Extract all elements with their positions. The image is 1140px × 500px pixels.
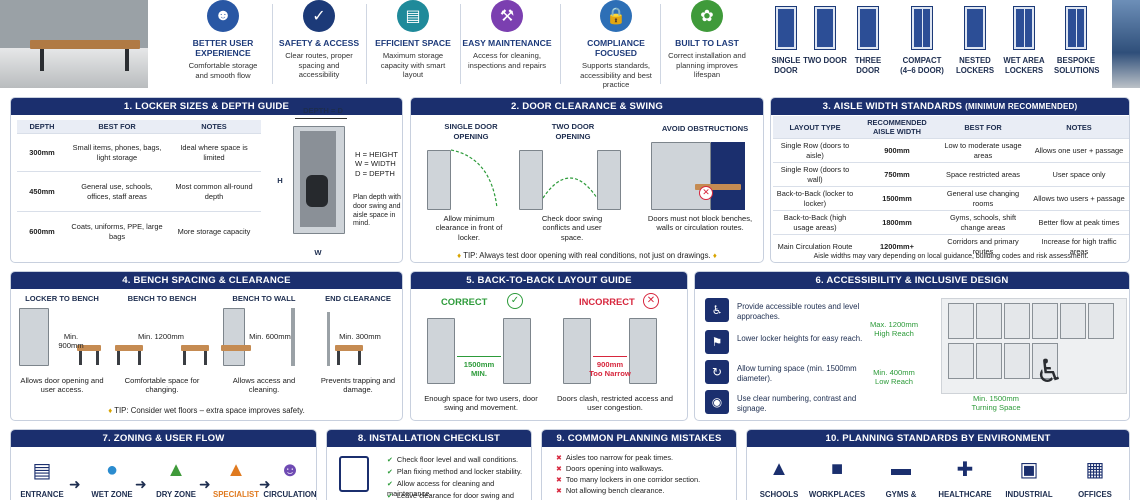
people-icon: ☻ <box>207 0 239 32</box>
two-door-locker-right <box>597 150 621 210</box>
building-icon: ▦ <box>1085 458 1105 481</box>
panel-door-clearance: 2. DOOR CLEARANCE & SWING SINGLE DOOR OP… <box>410 97 764 263</box>
wheelchair-user-icon: ♿ <box>1035 353 1064 389</box>
obstruction-locker <box>651 142 711 210</box>
eye-icon: ◉ <box>705 390 729 414</box>
zone-wet: ●WET ZONE <box>83 454 141 500</box>
zone-entrance: ▤ENTRANCE <box>13 454 71 500</box>
correct-locker-left <box>427 318 455 384</box>
panel-bench-spacing: 4. BENCH SPACING & CLEARANCE LOCKER TO B… <box>10 271 403 421</box>
x-circle-icon: ✕ <box>643 293 659 309</box>
env-offices: ▦OFFICES <box>1063 456 1127 500</box>
feature-user-experience: ☻ BETTER USER EXPERIENCE Comfortable sto… <box>182 0 264 88</box>
feature-safety-access: ✓ SAFETY & ACCESS Clear routes, proper s… <box>278 0 360 88</box>
panel-accessibility: 6. ACCESSIBILITY & INCLUSIVE DESIGN ♿ Pr… <box>694 271 1130 421</box>
env-gyms: ▬GYMS & LEISURE <box>884 457 918 500</box>
feature-easy-maintenance: ⚒ EASY MAINTENANCE Access for cleaning, … <box>462 0 552 88</box>
feature-built-to-last: ✿ BUILT TO LAST Correct installation and… <box>664 0 750 88</box>
arrow-icon: ➜ <box>259 476 271 492</box>
zone-dry: ▲DRY ZONE <box>147 454 205 500</box>
env-schools: ▲SCHOOLS <box>759 457 799 500</box>
locker-type-three-door: THREE DOOR <box>846 6 890 75</box>
env-industrial: ▣INDUSTRIAL <box>997 456 1061 500</box>
panel-back-to-back: 5. BACK-TO-BACK LAYOUT GUIDE CORRECT ✓ I… <box>410 271 688 421</box>
incorrect-locker-right <box>629 318 657 384</box>
sizes-table: DEPTH BEST FOR NOTES 300mm Small items, … <box>17 120 261 252</box>
lock-icon: 🔒 <box>600 0 632 32</box>
zone-circulation: ☻CIRCULATION <box>261 454 316 500</box>
locker-type-two-door: TWO DOOR <box>803 6 847 66</box>
locker-room-photo-left <box>0 0 148 88</box>
check-circle-icon: ✓ <box>507 293 523 309</box>
clipboard-icon <box>339 456 369 492</box>
helmet-icon: ▲ <box>226 458 246 481</box>
lightbulb-icon: ♦ <box>457 251 462 260</box>
locker-icon <box>19 308 49 366</box>
feature-efficient-space: ▤ EFFICIENT SPACE Maximum storage capaci… <box>372 0 454 88</box>
arrow-icon: ➜ <box>135 476 147 492</box>
locker-room-photo-right <box>1112 0 1140 88</box>
door-icon: ▤ <box>32 459 52 482</box>
blocked-x-icon: ✕ <box>699 186 713 200</box>
panel-title: 1. LOCKER SIZES & DEPTH GUIDE <box>11 98 402 115</box>
locker-type-compact: COMPACT (4–6 DOOR) <box>900 6 944 75</box>
panel-installation-checklist: 8. INSTALLATION CHECKLIST Check floor le… <box>326 429 532 500</box>
panel-environments: 10. PLANNING STANDARDS BY ENVIRONMENT ▲S… <box>746 429 1130 500</box>
panel-planning-mistakes: 9. COMMON PLANNING MISTAKES Aisles too n… <box>541 429 737 500</box>
leaf-icon: ✿ <box>691 0 723 32</box>
panel-zoning: 7. ZONING & USER FLOW ▤ENTRANCE ➜ ●WET Z… <box>10 429 317 500</box>
two-door-swing-arc <box>543 177 597 199</box>
factory-icon: ▣ <box>1019 458 1039 481</box>
single-door-locker <box>427 150 451 210</box>
turning-icon: ↻ <box>705 360 729 384</box>
locker-type-single-door: SINGLE DOOR <box>764 6 808 75</box>
lightbulb-icon: ♦ <box>108 406 113 415</box>
correct-locker-right <box>503 318 531 384</box>
wheelchair-icon: ♿ <box>705 298 729 322</box>
feature-compliance: 🔒 COMPLIANCE FOCUSED Supports standards,… <box>572 0 660 89</box>
env-healthcare: ✚HEALTHCARE <box>933 456 997 500</box>
arrow-icon: ➜ <box>199 476 211 492</box>
bench-tip: ♦ TIP: Consider wet floors – extra space… <box>108 406 305 415</box>
graduation-icon: ▲ <box>769 457 789 480</box>
accessible-locker-bank <box>941 298 1127 394</box>
wrench-icon: ⚒ <box>491 0 523 32</box>
locker-type-wet-area: WET AREA LOCKERS <box>1002 6 1046 75</box>
dimension-legend: H = HEIGHT W = WIDTH D = DEPTH <box>355 150 398 178</box>
arrow-icon: ➜ <box>69 476 81 492</box>
backpack-icon <box>306 175 328 207</box>
env-workplaces: ■WORKPLACES <box>808 457 866 500</box>
wall-block <box>711 142 745 210</box>
chart-icon: ▤ <box>397 0 429 32</box>
dumbbell-icon: ▬ <box>891 457 911 480</box>
briefcase-icon: ■ <box>830 457 844 480</box>
group-icon: ☻ <box>279 458 301 481</box>
shield-icon: ✓ <box>303 0 335 32</box>
panel-aisle-width: 3. AISLE WIDTH STANDARDS (MINIMUM RECOMM… <box>770 97 1130 263</box>
shirt-icon: ▲ <box>166 458 186 481</box>
locker-type-bespoke: BESPOKE SOLUTIONS <box>1054 6 1099 75</box>
panel-locker-sizes: 1. LOCKER SIZES & DEPTH GUIDE DEPTH BEST… <box>10 97 403 263</box>
zone-specialist: ▲SPECIALIST <box>207 454 265 500</box>
aisle-table: LAYOUT TYPE RECOMMENDED AISLE WIDTH BEST… <box>773 116 1129 259</box>
two-door-locker-left <box>519 150 543 210</box>
drop-icon: ● <box>105 458 119 481</box>
incorrect-locker-left <box>563 318 591 384</box>
door-tip: ♦ TIP: Always test door opening with rea… <box>457 251 717 260</box>
locker-diagram <box>293 126 345 234</box>
person-icon: ⚑ <box>705 330 729 354</box>
door-swing-arc <box>451 149 498 209</box>
locker-type-nested: NESTED LOCKERS <box>953 6 997 75</box>
medical-cross-icon: ✚ <box>956 458 974 481</box>
